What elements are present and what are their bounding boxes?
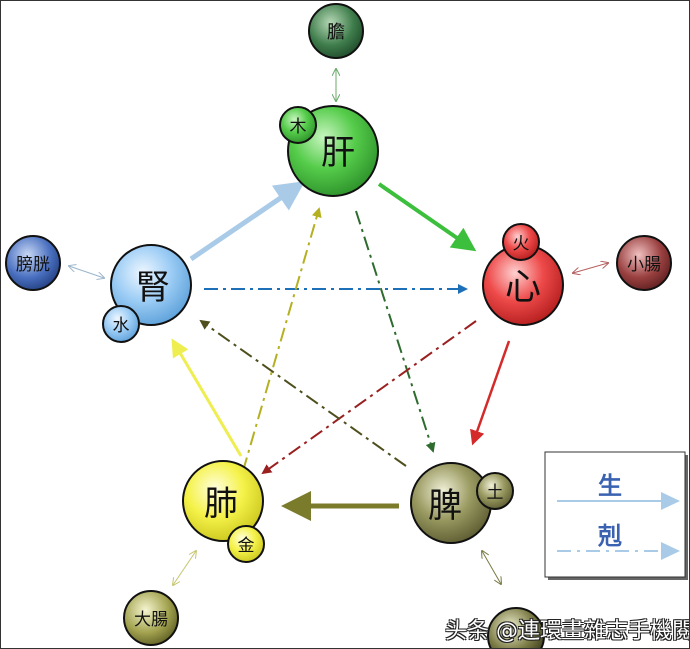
node-bladder: 膀胱 <box>5 235 61 291</box>
earth-label: 土 <box>487 483 504 503</box>
spleen-label: 脾 <box>428 486 462 526</box>
small-intestine-label: 小腸 <box>627 255 661 275</box>
legend-generate-arrowhead <box>661 492 680 510</box>
node-lung: 肺 金 <box>182 460 265 563</box>
arrow-lung-restrains-liver <box>242 207 322 472</box>
legend-restrain-arrowhead <box>661 542 680 560</box>
arrow-spleen-restrains-kidney <box>199 319 407 467</box>
node-large-intestine: 大腸 <box>123 590 179 646</box>
node-liver: 肝 木 <box>279 105 379 197</box>
wood-label: 木 <box>290 117 307 137</box>
arrow-heart-restrains-lung <box>261 320 477 475</box>
node-stomach <box>487 607 545 648</box>
arrow-kidney-to-liver <box>189 181 306 262</box>
arrow-heart-to-spleen <box>470 340 511 446</box>
heart-label: 心 <box>505 267 541 308</box>
node-gallbladder: 膽 <box>308 3 364 59</box>
arrow-liver-to-heart <box>377 182 477 252</box>
link-spleen-stomach <box>482 551 501 584</box>
legend-restrain-label: 剋 <box>597 522 622 550</box>
node-kidney: 腎 水 <box>102 244 192 343</box>
liver-label: 肝 <box>321 133 355 173</box>
metal-label: 金 <box>238 536 255 556</box>
large-intestine-label: 大腸 <box>134 610 168 630</box>
bladder-label: 膀胱 <box>16 255 50 275</box>
legend-generate-label: 生 <box>598 472 622 500</box>
water-label: 水 <box>113 316 130 336</box>
link-lung-largeintestine <box>173 551 196 585</box>
link-bladder-kidney <box>69 266 104 278</box>
arrow-lung-to-kidney <box>171 338 243 457</box>
node-heart: 心 火 <box>482 223 564 326</box>
fire-label: 火 <box>513 234 530 254</box>
arrow-liver-restrains-spleen <box>355 210 436 453</box>
gallbladder-label: 膽 <box>327 22 345 43</box>
watermark: 头条 @連環畫雜志手機閱覽室 <box>445 619 689 644</box>
legend: 生 剋 <box>544 451 688 580</box>
node-spleen: 脾 土 <box>410 462 514 544</box>
lung-label: 肺 <box>204 484 238 524</box>
link-heart-smallintestine <box>573 263 608 273</box>
kidney-label: 腎 <box>136 268 170 308</box>
node-small-intestine: 小腸 <box>616 235 672 291</box>
